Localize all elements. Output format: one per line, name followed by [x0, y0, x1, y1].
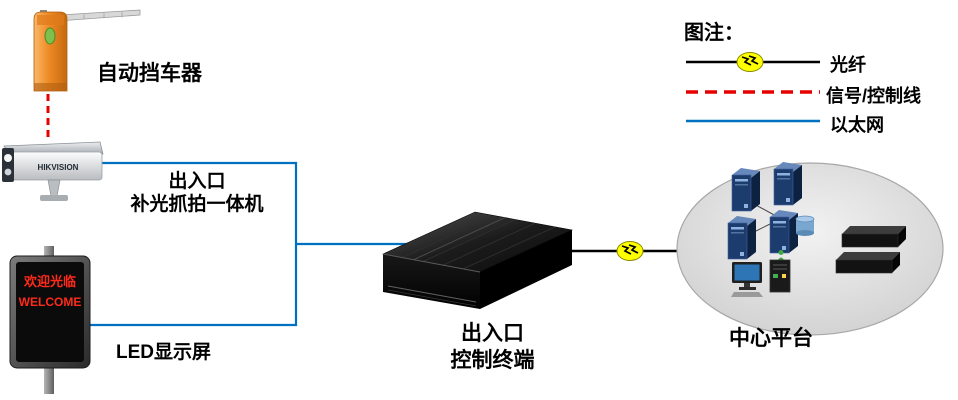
legend-item-label-fiber: 光纤: [830, 55, 866, 75]
platform-ellipse: [676, 162, 944, 336]
person-icon: [778, 250, 784, 260]
desktop-tower-icon: [769, 259, 791, 293]
camera-label-line1: 出入口: [168, 171, 226, 192]
legend-title: 图注：: [684, 22, 744, 44]
barrier-gate-icon: [33, 9, 141, 92]
barrier-label: 自动挡车器: [97, 62, 202, 85]
led-display-icon: 欢迎光临 WELCOME: [9, 246, 91, 394]
camera-label: 出入口 补光抓拍一体机: [122, 170, 272, 216]
platform-label: 中心平台: [729, 327, 813, 350]
terminal-label-line1: 出入口: [461, 322, 524, 345]
capture-camera: HIKVISION: [0, 134, 118, 211]
legend-item-label-signal: 信号/控制线: [826, 86, 922, 106]
database-cylinder-icon: [795, 215, 815, 236]
rack-unit-icon: [835, 252, 900, 274]
led-screen-line2: WELCOME: [19, 295, 82, 309]
terminal-label: 出入口 控制终端: [425, 320, 560, 374]
led-display: 欢迎光临 WELCOME: [6, 246, 98, 399]
led-screen-line1: 欢迎光临: [23, 274, 76, 289]
legend-fiber-connector-icon: [736, 51, 764, 73]
camera-brand-text: HIKVISION: [38, 163, 79, 172]
center-platform: [674, 160, 952, 347]
camera-icon: HIKVISION: [2, 141, 104, 201]
fiber-connector-icon: [616, 240, 644, 262]
barrier-gate: [4, 3, 144, 100]
rack-unit-icon: [841, 226, 906, 248]
control-terminal-icon: [382, 211, 573, 309]
led-label: LED显示屏: [116, 342, 212, 363]
monitor-icon: [731, 262, 763, 297]
legend-item-label-ethernet: 以太网: [830, 115, 884, 135]
control-terminal: [380, 206, 580, 321]
center-platform-icon: [676, 161, 944, 336]
terminal-label-line2: 控制终端: [450, 349, 535, 372]
camera-label-line2: 补光抓拍一体机: [130, 194, 264, 215]
